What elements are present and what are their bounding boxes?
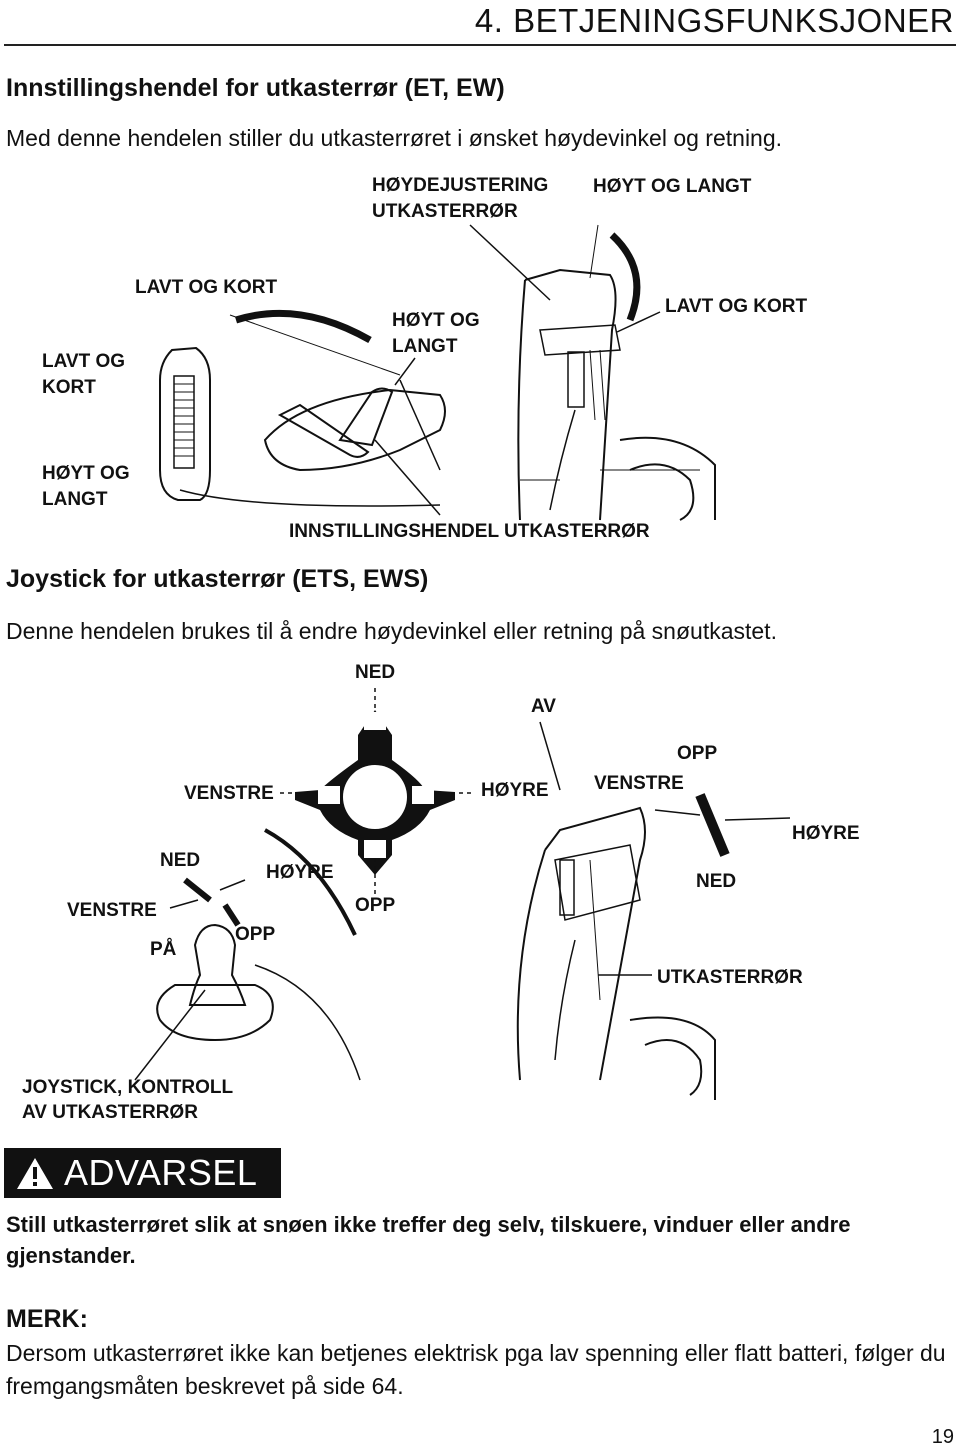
label-height-adjust-1: HØYDEJUSTERING [372, 175, 549, 196]
label-ned-left: NED [160, 850, 201, 871]
label-opp-left: OPP [235, 924, 276, 945]
label-low-short-left-1: LAVT OG [42, 351, 126, 372]
label-utkasterror: UTKASTERRØR [657, 967, 803, 988]
note-label: MERK: [6, 1305, 88, 1333]
note-text: Dersom utkasterrøret ikke kan betjenes e… [6, 1340, 946, 1399]
section1-heading: Innstillingshendel for utkasterrør (ET, … [6, 74, 505, 102]
label-joystick-caption-1: JOYSTICK, KONTROLL [22, 1077, 234, 1098]
label-av: AV [531, 696, 556, 717]
label-venstre-dial: VENSTRE [184, 783, 274, 804]
label-pa: PÅ [150, 939, 177, 960]
section2-heading: Joystick for utkasterrør (ETS, EWS) [6, 565, 429, 593]
label-lever-caption: INNSTILLINGSHENDEL UTKASTERRØR [289, 521, 650, 542]
warning-badge: ADVARSEL [4, 1148, 281, 1198]
label-venstre-chute: VENSTRE [594, 773, 684, 794]
label-hoyre-left: HØYRE [266, 862, 334, 883]
label-opp-dial: OPP [355, 895, 396, 916]
label-high-long-left-1: HØYT OG [42, 463, 130, 484]
page-number: 19 [931, 1426, 954, 1448]
label-low-short-mid: LAVT OG KORT [135, 277, 278, 298]
label-hoyre-chute: HØYRE [792, 823, 860, 844]
warning-text: Still utkasterrøret slik at snøen ikke t… [6, 1212, 851, 1268]
label-high-long-top: HØYT OG LANGT [593, 176, 752, 197]
lever-plate [159, 346, 211, 501]
label-ned-chute: NED [696, 871, 737, 892]
label-height-adjust-2: UTKASTERRØR [372, 201, 518, 222]
label-low-short-left-2: KORT [42, 377, 96, 398]
label-ned-top: NED [355, 662, 396, 683]
label-joystick-caption-2: AV UTKASTERRØR [22, 1102, 198, 1123]
label-low-short-right: LAVT OG KORT [665, 296, 808, 317]
label-high-long-center-2: LANGT [392, 336, 458, 357]
header-rule [4, 44, 956, 46]
label-hoyre-dial: HØYRE [481, 780, 549, 801]
label-high-long-left-2: LANGT [42, 489, 108, 510]
label-opp-right: OPP [677, 743, 718, 764]
section1-intro: Med denne hendelen stiller du utkasterrø… [6, 125, 783, 151]
page-header: 4. BETJENINGSFUNKSJONER [0, 0, 960, 48]
label-high-long-center-1: HØYT OG [392, 310, 480, 331]
section-title: 4. BETJENINGSFUNKSJONER [474, 2, 954, 39]
section2-intro: Denne hendelen brukes til å endre høydev… [6, 618, 777, 644]
warning-icon [17, 1158, 53, 1189]
label-venstre-left: VENSTRE [67, 900, 157, 921]
warning-label: ADVARSEL [64, 1152, 258, 1193]
